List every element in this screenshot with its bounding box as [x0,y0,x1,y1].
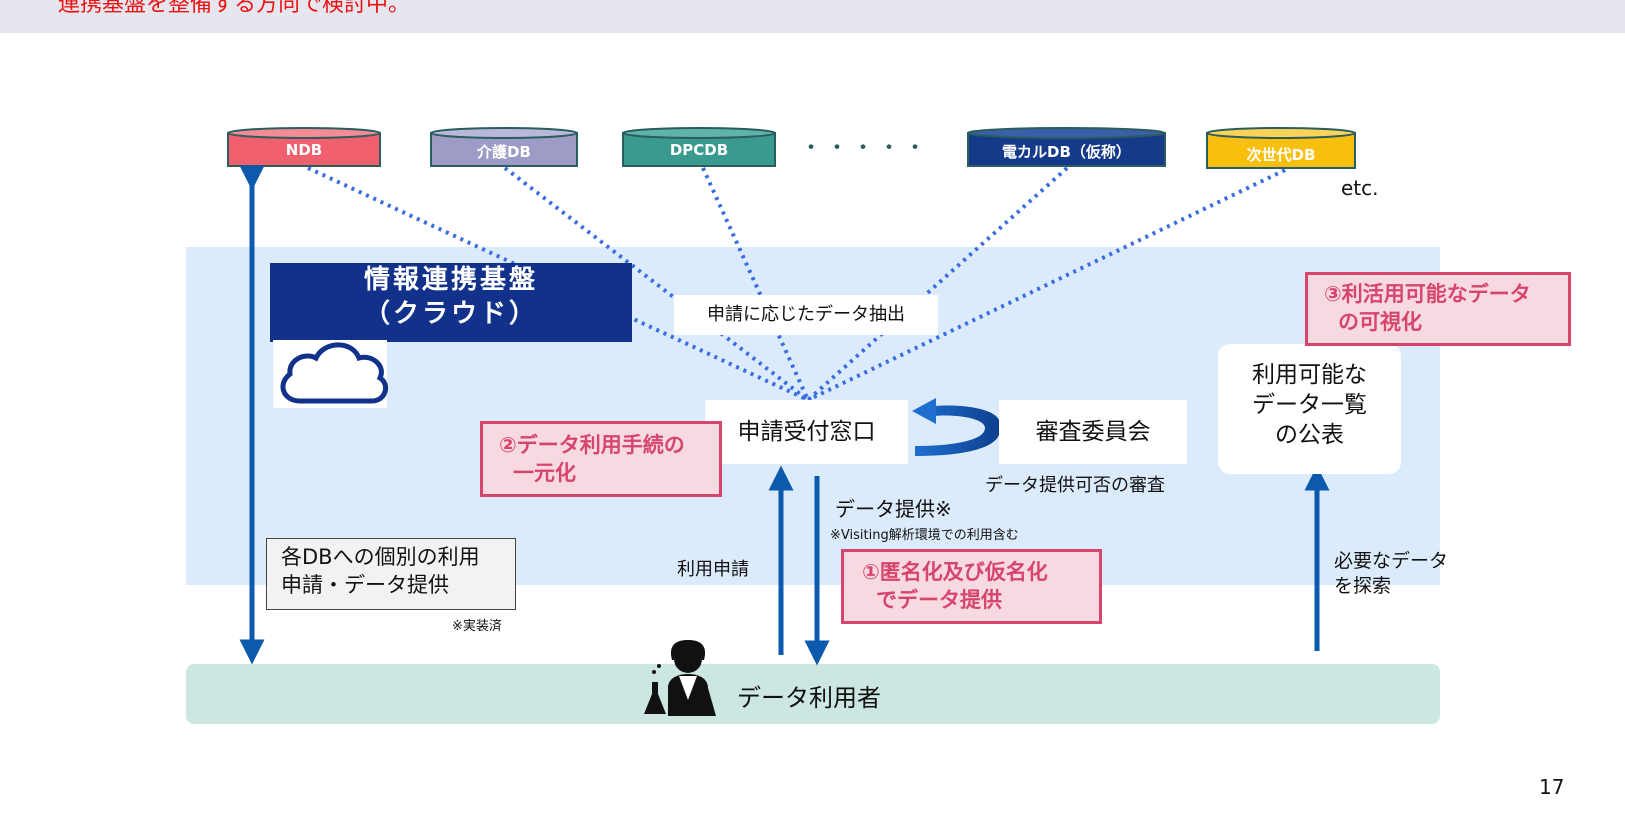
extract-line-denkaru [806,166,1069,402]
implemented-note: ※実装済 [452,619,502,634]
data-provision-label: データ提供※ [835,497,952,521]
public-list-line3: の公表 [1275,422,1344,448]
visiting-note: ※Visiting解析環境での利用含む [830,528,1019,543]
extract-label: 申請に応じたデータ抽出 [674,295,938,335]
db-cylinder-jisedai [1206,127,1356,169]
callout-1-line1: ①匿名化及び仮名化 [862,560,1048,584]
platform-title: 情報連携基盤 （クラウド） [270,263,632,342]
individual-access-box: 各DBへの個別の利用 申請・データ提供 [266,538,516,610]
db-label-dpc: DPCDB [669,141,729,159]
db-ellipsis: ・・・・・ [800,136,931,161]
etc-label: etc. [1341,176,1379,200]
callout-visualization: ③利活用可能なデータ の可視化 [1305,272,1571,346]
data-user-band [186,664,1440,724]
db-label-denkaru: 電カルDB（仮称） [1002,143,1131,161]
callout-1-line2: でデータ提供 [876,588,1002,612]
page-number: 17 [1539,775,1565,799]
extract-line-jisedai [807,168,1286,402]
db-cylinder-denkaru [967,127,1166,167]
header-bar: 連携基盤を整備する方向で検討中。 [0,0,1625,33]
public-list-line2: データ一覧 [1252,392,1367,418]
review-curve-arrow [912,398,1000,456]
extract-line-dpc [701,167,810,401]
data-user-label: データ利用者 [737,684,881,712]
application-window-box: 申請受付窓口 [705,400,908,464]
db-label-ndb: NDB [285,141,323,159]
search-label-line2: を探索 [1334,575,1392,597]
callout-2-line1: ②データ利用手続の [499,433,685,457]
db-cylinder-dpc [622,127,776,167]
callout-3-line1: ③利活用可能なデータ [1324,282,1531,306]
db-cylinder-ndb [227,127,381,167]
db-label-kaigo: 介護DB [477,143,531,161]
public-list-line1: 利用可能な [1252,362,1367,388]
callout-2-line2: 一元化 [513,461,576,485]
search-label-line1: 必要なデータ [1334,550,1449,572]
review-label: データ提供可否の審査 [985,475,1165,496]
callout-anonymization: ①匿名化及び仮名化 でデータ提供 [841,549,1102,624]
callout-3-line2: の可視化 [1338,310,1422,334]
usage-application-label: 利用申請 [677,559,749,580]
db-cylinder-kaigo [430,127,578,167]
db-label-jisedai: 次世代DB [1246,146,1316,164]
extraction-lines [307,166,1286,402]
search-label: 必要なデータ を探索 [1334,549,1448,599]
scientist-icon [644,640,716,716]
individual-access-line1: 各DBへの個別の利用 [281,545,480,569]
platform-title-line2: （クラウド） [363,299,538,329]
platform-title-line1: 情報連携基盤 [363,265,538,295]
public-list-box: 利用可能な データ一覧 の公表 [1218,344,1401,474]
callout-procedure-unification: ②データ利用手続の 一元化 [480,421,722,497]
cloud-icon-shape [280,342,389,404]
review-committee-box: 審査委員会 [999,400,1187,464]
header-text: 連携基盤を整備する方向で検討中。 [58,0,411,17]
individual-access-line2: 申請・データ提供 [281,573,449,597]
